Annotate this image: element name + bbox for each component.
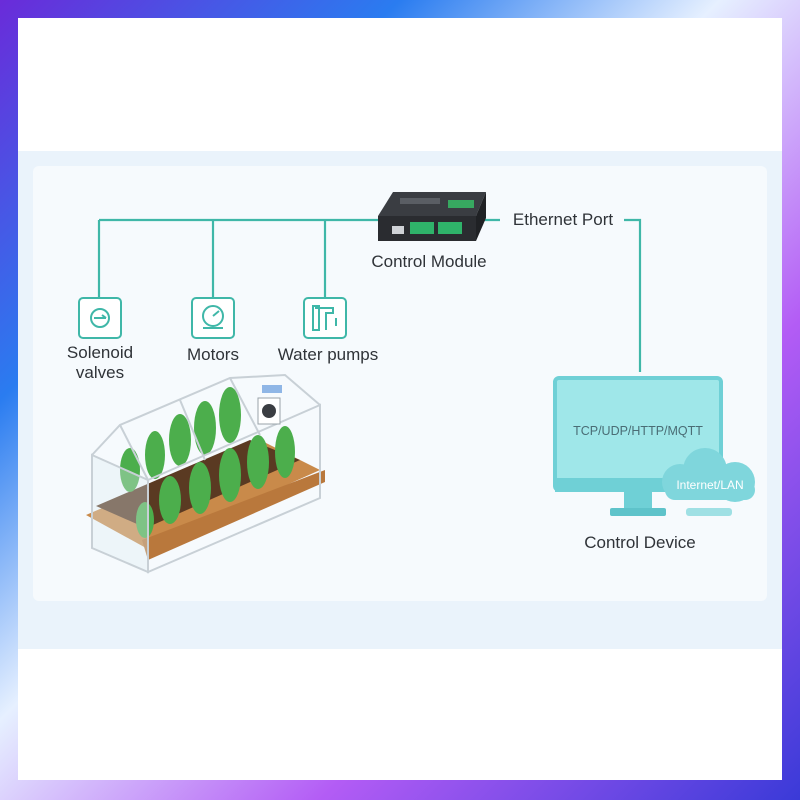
cloud-icon: [662, 448, 755, 502]
solenoid-valve-icon: [78, 297, 122, 339]
screen-protocols-text: TCP/UDP/HTTP/MQTT: [573, 424, 703, 438]
connector-lines: [97, 218, 642, 372]
control-device-label: Control Device: [584, 533, 696, 552]
water-pumps-label: Water pumps: [277, 345, 379, 364]
port-to-device: [624, 218, 642, 372]
control-module-label: Control Module: [371, 252, 487, 271]
motors-label: Motors: [187, 345, 239, 364]
ethernet-port-label: Ethernet Port: [512, 210, 614, 229]
water-pump-icon: [303, 297, 347, 339]
greenhouse-illustration: [86, 373, 325, 574]
motor-icon: [191, 297, 235, 339]
control-module-device: [378, 192, 486, 241]
solenoid-valves-label: Solenoid valves: [66, 343, 134, 382]
cloud-text: Internet/LAN: [676, 478, 743, 492]
